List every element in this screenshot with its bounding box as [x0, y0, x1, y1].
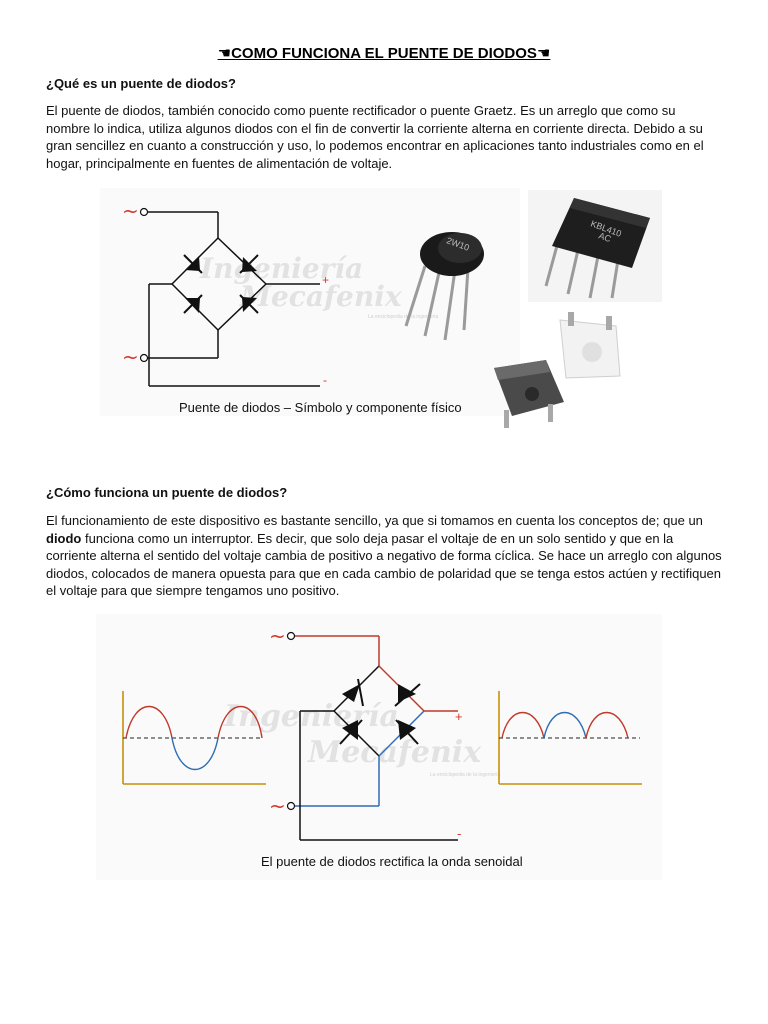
- terminal-ac-bottom: [286, 801, 296, 811]
- section-heading-what-is: ¿Qué es un puente de diodos?: [46, 76, 236, 91]
- body-bold-term: diodo: [46, 530, 82, 546]
- minus-sign: -: [323, 373, 327, 387]
- figure-bridge-symbol-and-components: Ingeniería Mecafenix La enciclopedia de …: [100, 188, 520, 428]
- watermark-tagline: La enciclopedia de la ingeniería: [430, 772, 501, 778]
- round-bridge-rectifier-image: 2W10: [404, 232, 484, 341]
- section-heading-how-works: ¿Cómo funciona un puente de diodos?: [46, 485, 288, 500]
- plus-sign: +: [322, 273, 329, 287]
- output-rectified-graph: [498, 691, 642, 785]
- ac-symbol: ~: [269, 624, 286, 648]
- diode-symbol: [339, 678, 421, 745]
- kbl-bridge-rectifier-image: KBL410 AC: [528, 190, 662, 302]
- section-body-how-works: El funcionamiento de este dispositivo es…: [46, 512, 722, 600]
- figure-caption: Puente de diodos – Símbolo y componente …: [179, 400, 462, 415]
- square-bridge-rectifier-image: [488, 312, 636, 434]
- figure-caption: El puente de diodos rectifica la onda se…: [261, 854, 523, 869]
- minus-sign: -: [457, 826, 461, 841]
- ac-symbol: ~: [269, 794, 286, 818]
- plus-sign: +: [455, 709, 463, 724]
- watermark-logo: Mecafenix: [239, 280, 402, 313]
- watermark-tagline: La enciclopedia de la ingeniería: [368, 314, 439, 320]
- body-text: funciona como un interruptor. Es decir, …: [46, 530, 722, 599]
- input-sine-graph: [122, 691, 266, 785]
- diode-symbol: [183, 254, 259, 314]
- bridge-circuit-symbol: [147, 211, 320, 387]
- terminal-ac-top: [286, 631, 296, 641]
- watermark-logo: Ingeniería: [199, 252, 363, 285]
- figure-rectification-diagram: Ingeniería Mecafenix La enciclopedia de …: [96, 614, 662, 880]
- page-title: ☚COMO FUNCIONA EL PUENTE DE DIODOS☚: [217, 45, 551, 62]
- body-text: El funcionamiento de este dispositivo es…: [46, 513, 703, 528]
- ac-symbol: ~: [122, 199, 139, 223]
- watermark-logo: Ingeniería: [223, 699, 399, 734]
- ac-symbol: ~: [122, 345, 139, 369]
- component-marking: AC: [597, 230, 613, 244]
- terminal-ac-bottom: [139, 353, 149, 363]
- terminal-ac-top: [139, 207, 149, 217]
- section-body-what-is: El puente de diodos, también conocido co…: [46, 103, 704, 171]
